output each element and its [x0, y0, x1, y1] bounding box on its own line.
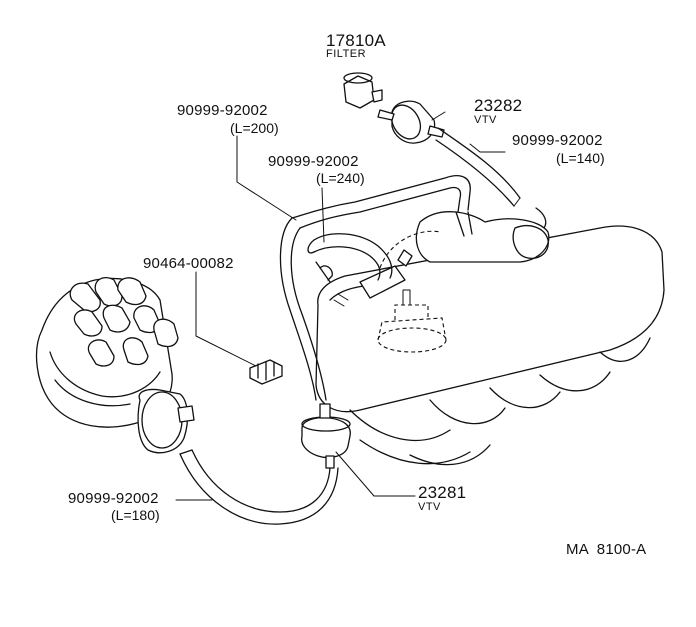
hose-240-drawing: [307, 233, 393, 283]
hose-180-part-number: 90999-92002: [68, 490, 159, 507]
intake-manifold-drawing: [315, 211, 665, 466]
filter-name: FILTER: [326, 48, 367, 60]
filter-part-number: 17810A: [326, 31, 386, 50]
clip-drawing: [249, 359, 283, 385]
hose-200-part-number: 90999-92002: [177, 102, 268, 119]
hose-140-part-number: 90999-92002: [512, 132, 603, 149]
hose-240-length: (L=240): [316, 170, 365, 186]
vtv-lower-drawing: [300, 403, 351, 469]
vtv-upper-part-number: 23282: [474, 96, 523, 115]
vtv-upper-name: VTV: [474, 114, 497, 126]
diagram-code: MA 8100-A: [566, 541, 647, 558]
vtv-upper-drawing: [377, 100, 445, 144]
hose-180-length: (L=180): [111, 507, 160, 523]
hose-140-drawing: [435, 127, 547, 229]
filter-drawing: [343, 72, 383, 109]
vtv-lower-part-number: 23281: [418, 483, 467, 502]
hose-200-length: (L=200): [230, 120, 279, 136]
hose-140-length: (L=140): [556, 150, 605, 166]
clip-part-number: 90464-00082: [143, 255, 234, 272]
vtv-lower-name: VTV: [418, 501, 441, 513]
hose-240-part-number: 90999-92002: [268, 153, 359, 170]
distributor-drawing: [35, 277, 195, 454]
hose-200-drawing: [279, 175, 471, 401]
hose-180-drawing: [179, 449, 339, 525]
leader-lines: [175, 111, 506, 501]
